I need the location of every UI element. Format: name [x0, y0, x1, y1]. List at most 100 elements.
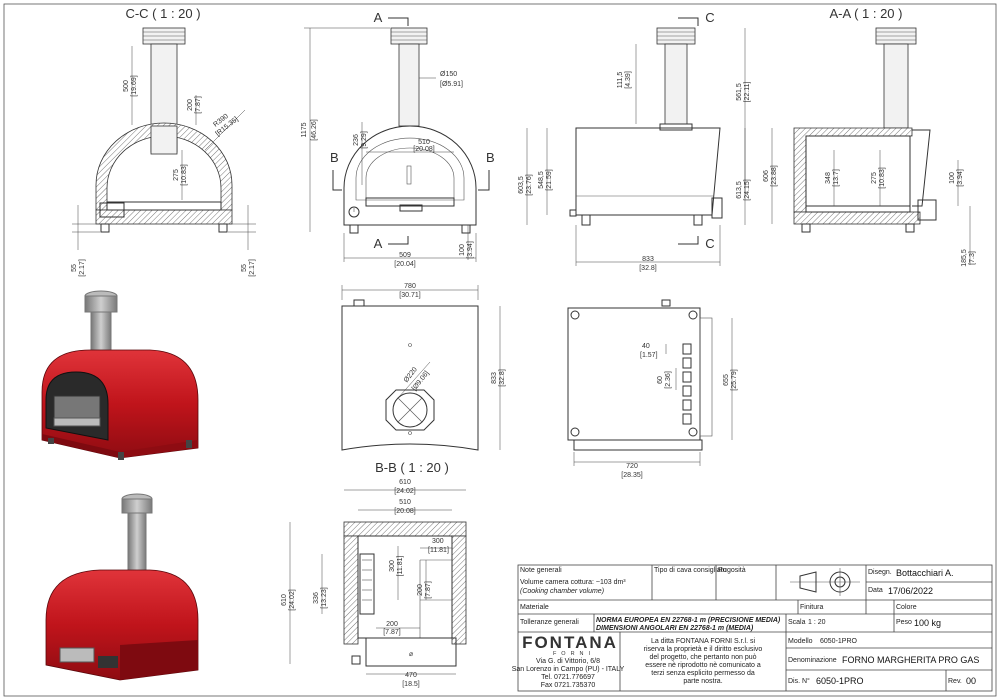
oven-render-back-3d	[45, 493, 199, 681]
dim-side-body3: 613,5	[736, 181, 743, 199]
section-mark-c-top: C	[705, 10, 714, 25]
dim-bb-mid: 300	[389, 560, 396, 572]
dim-top-width: 780	[404, 283, 416, 290]
tb-legal-line: del progetto, che pertanto non può	[649, 654, 756, 661]
dim-side-body2-in: [21.59]	[546, 169, 553, 190]
tb-finitura-label: Finitura	[800, 604, 823, 611]
dim-cc-chimney: 500	[123, 80, 130, 92]
cc-foot-right	[218, 223, 228, 233]
tb-fax: Fax 0721.735370	[541, 682, 596, 689]
dim-cc-chimney-in: [19.69]	[131, 75, 138, 96]
tb-address2: San Lorenzo in Campo (PU) - ITALY	[512, 666, 625, 673]
tb-rev-label: Rev.	[948, 678, 962, 685]
tb-dis-value: 6050-1PRO	[816, 676, 864, 686]
tb-legal-line: riserva la proprietà e il diritto esclus…	[644, 646, 763, 653]
dim-side-body1-in: [23.76]	[526, 174, 533, 195]
dim-bottom-width: 720	[626, 463, 638, 470]
dim-side-pipe: 111,5	[617, 72, 624, 89]
tb-denominazione-value: FORNO MARGHERITA PRO GAS	[842, 655, 979, 665]
tb-denominazione-label: Denominazione	[788, 657, 837, 664]
aa-chimney-pipe	[883, 43, 909, 129]
dim-side-body2: 548,5	[538, 171, 545, 189]
tb-designer-label: Disegn.	[868, 569, 892, 576]
tb-cava-label: Tipo di cava consigliato	[654, 567, 727, 574]
dim-bottom-pitch-in: [2.36]	[665, 371, 672, 389]
tb-scala-value: 1 : 20	[808, 619, 826, 626]
tb-rugosita-label: Rugosità	[718, 567, 746, 574]
dim-front-foot-in: [3.94]	[467, 241, 474, 259]
view-cc-title: C-C ( 1 : 20 )	[125, 6, 200, 21]
dim-bb-mid-in: [11.81]	[397, 556, 404, 577]
tb-legal-line: parte nostra.	[683, 678, 722, 685]
tb-modello-value: 6050-1PRO	[820, 638, 858, 645]
dim-aa-door-in: [13.7]	[833, 169, 840, 187]
dim-aa-height-in: [23.88]	[771, 165, 778, 186]
tb-norm-line1: NORMA EUROPEA EN 22768-1 m (PRECISIONE M…	[596, 617, 781, 624]
tb-modello-label: Modello	[788, 638, 813, 645]
dim-bottom-spacing: 40	[642, 343, 650, 350]
tb-note-label: Note generali	[520, 567, 562, 574]
tb-date-value: 17/06/2022	[888, 586, 933, 596]
dim-cc-flue-in: [7.87]	[195, 96, 202, 114]
dim-top-width-in: [30.71]	[399, 292, 420, 299]
view-cc-section: C-C ( 1 : 20 ) 500 [19.69] 200 [7.87] R3…	[71, 6, 256, 277]
sheet-border	[3, 3, 997, 697]
tb-peso-value: 100 kg	[914, 618, 941, 628]
tb-dis-label: Dis. N°	[788, 677, 810, 685]
front-chimney-pipe	[398, 43, 420, 127]
view-bb-section: B-B ( 1 : 20 ) ⌀ 610 [24.02] 510 [20.08]…	[281, 460, 467, 688]
tb-scala-label: Scala	[788, 619, 806, 626]
dim-cc-flue: 200	[187, 99, 194, 111]
tb-peso-label: Peso	[896, 619, 912, 626]
tb-address1: Via G. di Vittorio, 6/8	[536, 658, 600, 665]
dim-bb-side: 336	[313, 592, 320, 604]
dim-side-top-in: [22.11]	[744, 82, 751, 103]
section-mark-b-left: B	[330, 150, 339, 165]
dim-side-body1: 603,5	[518, 176, 525, 194]
dim-top-depth: 833	[491, 372, 498, 384]
dim-bb-height: 610	[281, 594, 288, 606]
dim-front-total: 1175	[301, 122, 308, 137]
dim-aa-base-in: [3.94]	[957, 169, 964, 187]
side-chimney-pipe	[664, 43, 688, 125]
section-mark-a-bottom: A	[374, 236, 383, 251]
view-side: C C 111,5 [4.39] 561,5 [22.11] 603,5 [23…	[518, 10, 751, 272]
cc-chimney-pipe	[150, 43, 178, 127]
dim-front-door-height: 236	[353, 134, 360, 146]
tb-note-line2: (Cooking chamber volume)	[520, 588, 604, 595]
dim-cc-foot-left: 55	[71, 264, 78, 272]
dim-aa-inner-in: [10.83]	[879, 167, 886, 188]
projection-symbol-icon	[790, 568, 860, 596]
side-body-outline	[575, 127, 721, 216]
tb-legal-line: La ditta FONTANA FORNI S.r.l. si	[651, 638, 756, 645]
view-aa-title: A-A ( 1 : 20 )	[830, 6, 903, 21]
tb-note-line1: Volume camera cottura: ~103 dm³	[520, 579, 626, 586]
view-aa-section: A-A ( 1 : 20 ) 606 [23.88] 348 [13.7] 27…	[763, 6, 976, 267]
dim-bb-floor-in: [7.87]	[383, 629, 401, 636]
top-flue-hole	[392, 392, 428, 428]
dim-bb-floor: 200	[386, 621, 398, 628]
dim-side-length-in: [32.8]	[639, 265, 657, 272]
tb-tel: Tel. 0721.776697	[541, 674, 595, 681]
dim-aa-foot-in: [7.3]	[969, 251, 976, 265]
section-mark-c-bottom: C	[705, 236, 714, 251]
dim-front-foot: 100	[459, 244, 466, 256]
dim-cc-inner: 275	[173, 169, 180, 181]
dim-bottom-depth-in: [25.79]	[731, 369, 738, 390]
bb-top-wall	[343, 521, 467, 537]
dim-front-door-width-in: [20.08]	[413, 146, 434, 153]
dim-bb-inner: 510	[399, 499, 411, 506]
dim-front-door-height-in: [9.29]	[361, 131, 368, 149]
tb-norm-line2: DIMENSIONI ANGOLARI EN 22768-1 m (MEDIA)	[596, 625, 754, 632]
svg-text:⌀: ⌀	[409, 651, 413, 658]
dim-aa-height: 606	[763, 170, 770, 182]
dim-front-pipe-in: [Ø5.91]	[440, 81, 463, 88]
dim-bb-base: 470	[405, 672, 417, 679]
tb-rev-value: 00	[966, 676, 976, 686]
dim-bb-inner-in: [20.08]	[394, 508, 415, 515]
cc-foot-left	[100, 223, 110, 233]
dim-top-depth-in: [32.8]	[499, 369, 506, 387]
tb-legal-line: essere nè riprodotto nè comunicato a	[645, 662, 761, 669]
tb-designer-value: Bottacchiari A.	[896, 568, 954, 578]
